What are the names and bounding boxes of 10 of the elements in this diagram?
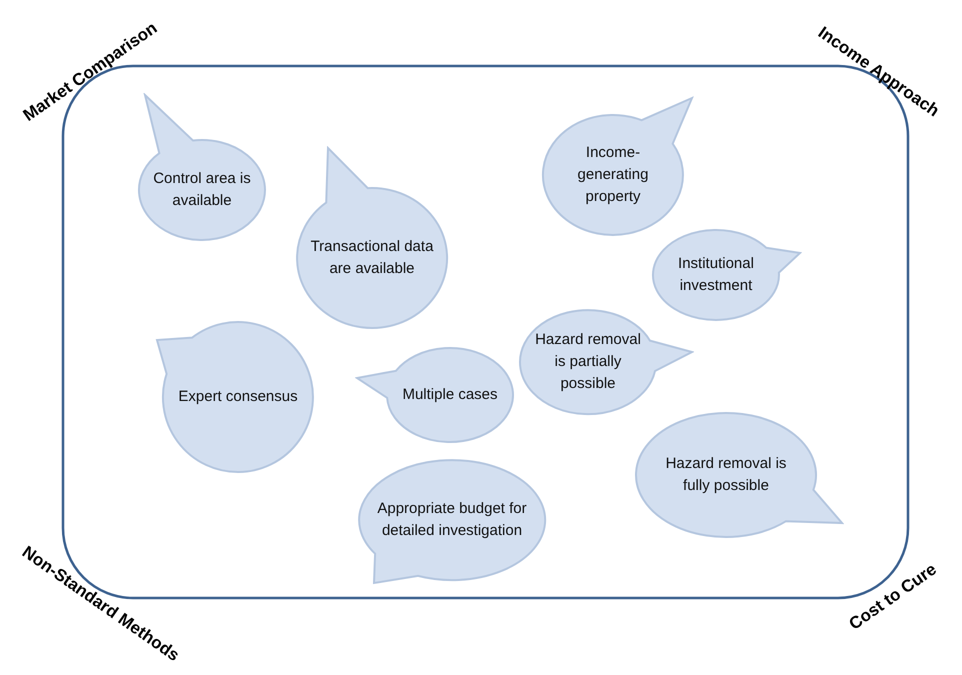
bubble-text: Hazard removal is fully possible bbox=[664, 454, 788, 496]
bubble-text: Expert consensus bbox=[177, 387, 299, 407]
corner-label: Cost to Cure bbox=[845, 560, 941, 634]
bubble-text: Multiple cases bbox=[401, 385, 499, 405]
bubble-text: Appropriate budget for detailed investigation bbox=[377, 499, 527, 541]
bubble-text: Income-generating property bbox=[576, 143, 650, 207]
bubble-text: Control area is available bbox=[152, 169, 252, 211]
bubble-text: Institutional investment bbox=[677, 254, 755, 296]
bubble-text: Transactional data are available bbox=[310, 237, 434, 279]
bubble-text: Hazard removal is partially possible bbox=[534, 330, 642, 394]
